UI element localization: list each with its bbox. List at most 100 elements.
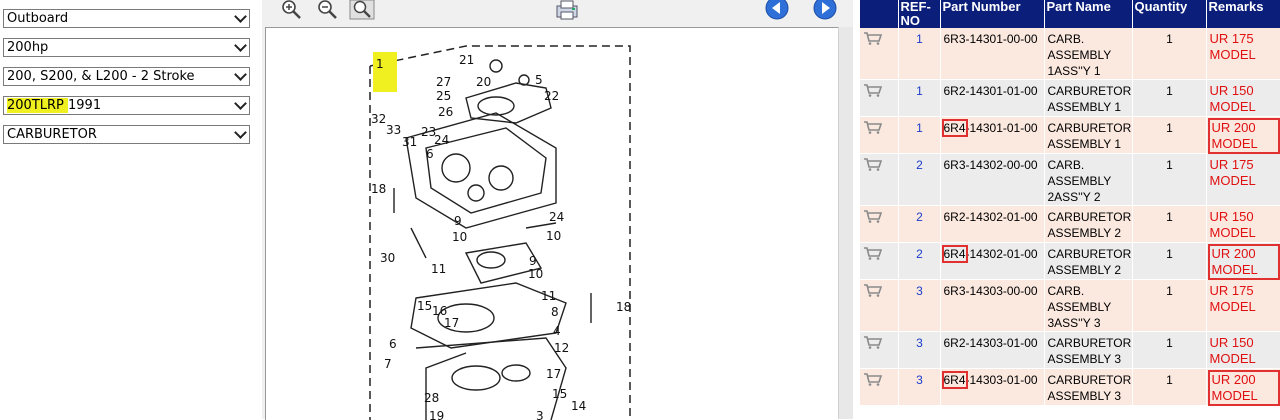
- ref-no-cell[interactable]: 2: [898, 153, 941, 206]
- part-name-cell: CARBURETOR ASSEMBLY 2: [1044, 205, 1133, 243]
- ref-no[interactable]: 3: [916, 336, 923, 350]
- quantity: 1: [1166, 32, 1173, 46]
- diagram-scrollbar[interactable]: [838, 27, 854, 419]
- ref-no-cell[interactable]: 3: [898, 279, 941, 332]
- next-icon[interactable]: [812, 0, 838, 20]
- model-year-select-value: 1991: [68, 98, 102, 113]
- model-series-select-value: 200, S200, & L200 - 2 Stroke: [7, 69, 195, 84]
- quantity-header: Quantity: [1132, 0, 1207, 28]
- ref-no[interactable]: 1: [916, 121, 923, 135]
- svg-text:3: 3: [536, 409, 544, 420]
- remarks: UR 175 MODEL: [1209, 157, 1256, 188]
- quantity: 1: [1166, 284, 1173, 298]
- part-name-cell: CARB. ASSEMBLY 3ASS''Y 3: [1044, 279, 1133, 332]
- assembly-select[interactable]: CARBURETOR: [3, 125, 250, 144]
- part-number: 6R2-14303-01-00: [943, 336, 1038, 350]
- ref-no[interactable]: 1: [916, 32, 923, 46]
- remarks: UR 200 MODEL: [1207, 118, 1280, 154]
- horsepower-select[interactable]: 200hp: [3, 38, 250, 57]
- ref-no[interactable]: 3: [916, 373, 923, 387]
- ref-no-cell[interactable]: 1: [898, 116, 941, 154]
- part-name: CARB. ASSEMBLY 3ASS''Y 3: [1047, 284, 1112, 330]
- quantity-cell: 1: [1132, 28, 1207, 80]
- part-prefix-box: 6R4: [941, 245, 968, 263]
- add-to-cart-icon[interactable]: [863, 284, 883, 297]
- ref-no[interactable]: 2: [916, 247, 923, 261]
- chevron-down-icon: [234, 126, 247, 139]
- ref-no-cell[interactable]: 1: [898, 28, 941, 80]
- chevron-down-icon: [234, 10, 247, 23]
- ref-no-cell[interactable]: 3: [898, 368, 941, 406]
- ref-no-cell[interactable]: 1: [898, 79, 941, 117]
- svg-text:10: 10: [528, 267, 543, 281]
- part-number: 6R2-14301-01-00: [943, 84, 1038, 98]
- part-name-cell: CARB. ASSEMBLY 1ASS''Y 1: [1044, 28, 1133, 80]
- svg-text:1: 1: [376, 57, 384, 71]
- ref-no-cell[interactable]: 3: [898, 331, 941, 369]
- add-to-cart-icon[interactable]: [863, 373, 883, 386]
- quantity: 1: [1166, 247, 1173, 261]
- remarks: UR 150 MODEL: [1209, 335, 1256, 366]
- ref-no-cell[interactable]: 2: [898, 242, 941, 280]
- remarks: UR 200 MODEL: [1207, 370, 1280, 406]
- add-to-cart-icon[interactable]: [863, 247, 883, 260]
- quantity: 1: [1166, 84, 1173, 98]
- svg-text:27: 27: [436, 75, 451, 89]
- add-to-cart-icon[interactable]: [863, 121, 883, 134]
- part-number-cell: 6R2-14301-01-00: [940, 79, 1045, 117]
- print-icon[interactable]: [554, 0, 580, 20]
- ref-no-cell[interactable]: 2: [898, 205, 941, 243]
- svg-text:17: 17: [444, 316, 459, 330]
- ref-no[interactable]: 1: [916, 84, 923, 98]
- category-select[interactable]: Outboard: [3, 9, 250, 28]
- remarks-cell: UR 200 MODEL: [1206, 116, 1280, 154]
- svg-text:10: 10: [452, 230, 467, 244]
- quantity: 1: [1166, 373, 1173, 387]
- zoom-out-icon[interactable]: [314, 0, 340, 20]
- quantity-cell: 1: [1132, 368, 1207, 406]
- remarks: UR 175 MODEL: [1209, 31, 1256, 62]
- svg-text:21: 21: [459, 53, 474, 67]
- zoom-fit-icon[interactable]: [349, 0, 375, 20]
- add-to-cart-icon[interactable]: [863, 84, 883, 97]
- zoom-in-icon[interactable]: [278, 0, 304, 20]
- svg-text:22: 22: [544, 89, 559, 103]
- part-number-cell: 6R4-14302-01-00: [940, 242, 1045, 280]
- svg-text:9: 9: [454, 214, 462, 228]
- part-number: 6R3-14303-00-00: [943, 284, 1038, 298]
- ref-no[interactable]: 2: [916, 210, 923, 224]
- model-year-select[interactable]: 200TLRP 1991: [3, 96, 250, 115]
- add-to-cart-icon[interactable]: [863, 32, 883, 45]
- part-name: CARBURETOR ASSEMBLY 3: [1047, 336, 1132, 366]
- part-number: -14301-01-00: [965, 121, 1038, 135]
- quantity: 1: [1166, 158, 1173, 172]
- model-year-highlight: 200TLRP: [7, 98, 69, 113]
- cart-cell: [860, 28, 899, 80]
- part-name-header: Part Name: [1044, 0, 1133, 28]
- add-to-cart-icon[interactable]: [863, 336, 883, 349]
- part-number: 6R2-14302-01-00: [943, 210, 1038, 224]
- category-select-value: Outboard: [7, 11, 69, 26]
- ref-no[interactable]: 2: [916, 158, 923, 172]
- add-to-cart-icon[interactable]: [863, 210, 883, 223]
- svg-text:16: 16: [432, 304, 447, 318]
- ref-no[interactable]: 3: [916, 284, 923, 298]
- svg-text:10: 10: [546, 229, 561, 243]
- part-prefix-box: 6R4: [941, 119, 968, 137]
- horsepower-select-value: 200hp: [7, 40, 49, 55]
- remarks-cell: UR 150 MODEL: [1206, 79, 1280, 117]
- selection-panel: Outboard 200hp 200, S200, & L200 - 2 Str…: [0, 0, 262, 419]
- svg-text:8: 8: [551, 305, 559, 319]
- part-number-cell: 6R3-14302-00-00: [940, 153, 1045, 206]
- svg-text:25: 25: [436, 89, 451, 103]
- add-to-cart-icon[interactable]: [863, 158, 883, 171]
- previous-icon[interactable]: [764, 0, 790, 20]
- quantity-cell: 1: [1132, 79, 1207, 117]
- model-series-select[interactable]: 200, S200, & L200 - 2 Stroke: [3, 67, 250, 86]
